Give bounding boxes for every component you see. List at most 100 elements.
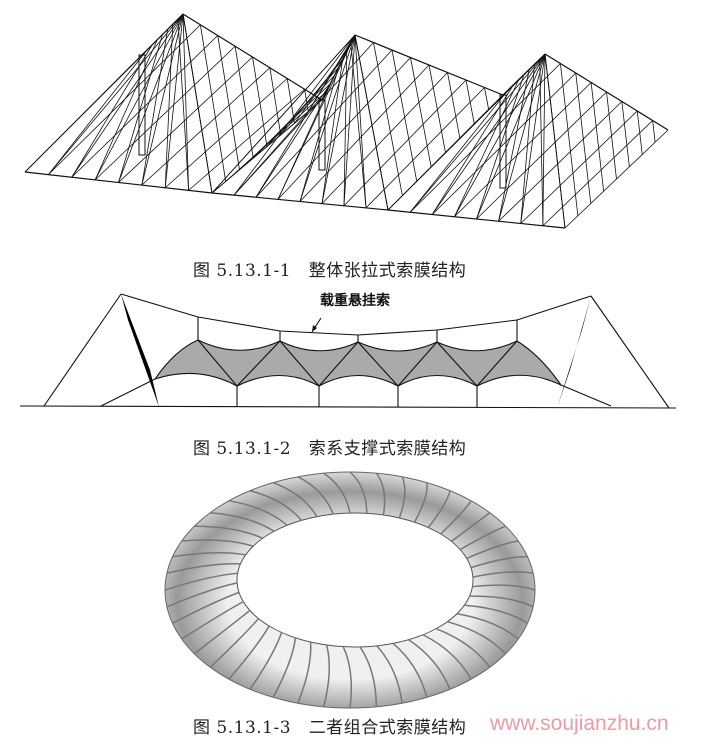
- ring-fin: [398, 476, 406, 519]
- net-cable: [564, 129, 669, 229]
- net-cable: [498, 53, 546, 222]
- edge-cable: [211, 192, 389, 211]
- net-cable: [484, 87, 490, 110]
- net-cable: [365, 87, 485, 209]
- net-cable: [118, 34, 163, 183]
- ring-fin: [359, 646, 378, 707]
- ring-fin: [272, 637, 297, 698]
- figure-2-cable-supported-membrane-drawing: [19, 293, 677, 409]
- ring-fin: [181, 539, 254, 547]
- net-cable: [141, 13, 184, 186]
- net-cable: [199, 24, 227, 182]
- net-cable: [118, 56, 253, 183]
- net-cable: [211, 34, 356, 194]
- net-cable: [321, 59, 344, 204]
- ridge-cable: [321, 34, 356, 101]
- net-cable: [343, 51, 348, 206]
- ring-fin: [164, 572, 238, 591]
- figure-2-caption: 图 5.13.1-2 索系支撑式索膜结构: [193, 439, 467, 459]
- ridge-cable: [502, 53, 546, 96]
- net-cable: [520, 53, 546, 224]
- ring-fin: [297, 476, 334, 515]
- net-cable: [321, 72, 448, 204]
- ring-fin: [272, 481, 318, 517]
- ring-inner-opening: [236, 512, 474, 648]
- net-cable: [343, 34, 356, 206]
- net-cable: [234, 46, 254, 159]
- net-cable: [71, 44, 153, 178]
- net-cable: [255, 83, 331, 198]
- left-mast: [121, 294, 159, 407]
- net-cable: [428, 64, 446, 153]
- net-cable: [410, 57, 432, 167]
- net-cable: [354, 34, 367, 208]
- edge-cable: [387, 209, 566, 229]
- ring-fin: [464, 604, 528, 624]
- net-cable: [141, 29, 169, 186]
- ring-fin: [440, 500, 472, 535]
- net-cable: [431, 84, 514, 215]
- net-cable: [94, 39, 158, 181]
- ring-fin: [472, 571, 534, 578]
- net-cable: [621, 101, 630, 167]
- figure-3-combined-ring-structure-drawing: [164, 471, 536, 709]
- ridge-cable: [182, 13, 323, 101]
- ring-fin: [376, 645, 403, 704]
- net-cable: [94, 45, 236, 181]
- ring-fin: [422, 634, 472, 680]
- net-cable: [391, 49, 418, 182]
- net-cable: [299, 64, 430, 202]
- figure-1-tensile-membrane-drawing: [24, 13, 669, 229]
- ring-fin: [172, 551, 246, 558]
- ring-fin: [210, 511, 275, 532]
- ring-fin: [181, 600, 244, 640]
- ground-line: [19, 405, 677, 409]
- net-cable: [307, 42, 352, 112]
- net-cable: [299, 67, 339, 202]
- net-cable: [373, 42, 403, 196]
- ring-fin: [349, 471, 368, 514]
- net-cable: [94, 13, 184, 181]
- net-cable: [321, 34, 356, 204]
- ring-fin: [408, 639, 451, 690]
- net-cable: [299, 34, 356, 202]
- net-cable: [255, 49, 393, 198]
- ring-fin: [392, 642, 428, 698]
- cable-label: 载重悬挂索: [320, 293, 390, 309]
- ring-fin: [459, 525, 506, 551]
- figure-3-caption: 图 5.13.1-3 二者组合式索膜结构: [193, 718, 467, 738]
- net-cable: [177, 19, 190, 191]
- net-cable: [277, 57, 411, 200]
- ring-fin: [435, 628, 491, 668]
- net-cable: [476, 74, 525, 220]
- ring-fin: [228, 625, 270, 680]
- net-cable: [542, 120, 653, 227]
- net-cable: [182, 13, 213, 194]
- ring-fin: [194, 525, 263, 540]
- net-cable: [269, 67, 282, 135]
- ring-fin: [166, 562, 241, 574]
- net-cable: [182, 13, 190, 191]
- ring-fin: [172, 591, 240, 624]
- net-cable: [252, 56, 268, 147]
- net-cable: [590, 82, 605, 192]
- net-cable: [48, 49, 148, 175]
- ring-fin: [249, 632, 283, 690]
- net-cable: [233, 34, 356, 196]
- net-cable: [539, 59, 544, 226]
- ring-fin: [342, 646, 353, 709]
- net-cable: [454, 53, 546, 217]
- net-cable: [409, 53, 546, 213]
- ring-fin: [166, 582, 238, 608]
- ring-fin: [466, 540, 519, 560]
- net-cable: [164, 24, 174, 188]
- net-cable: [217, 35, 240, 170]
- net-cable: [520, 64, 535, 224]
- net-cable: [354, 34, 389, 211]
- net-cable: [350, 43, 367, 208]
- ridge-cable: [354, 34, 504, 96]
- ring-fin: [375, 472, 386, 516]
- ring-fin: [469, 595, 534, 608]
- net-cable: [141, 67, 271, 186]
- net-cable: [431, 53, 546, 215]
